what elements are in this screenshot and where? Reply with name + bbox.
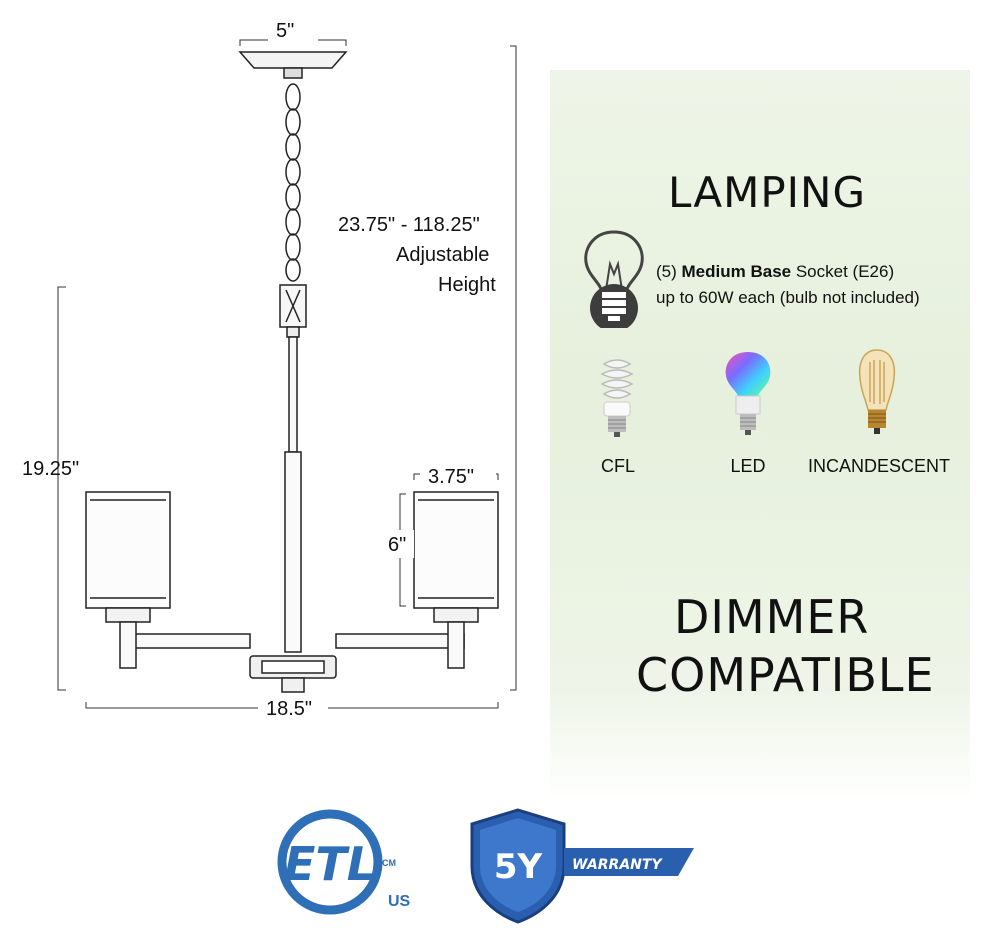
left-arm — [121, 633, 251, 649]
dimmer-line2: COMPATIBLE — [636, 648, 935, 702]
etl-cm: CM — [382, 858, 396, 868]
canopy-nut — [283, 67, 303, 79]
body-height-label: 19.25" — [22, 458, 80, 480]
lamping-title: LAMPING — [668, 168, 867, 217]
warranty-years: 5Y — [494, 847, 543, 887]
socket-line: (5) Medium Base Socket (E26) — [656, 262, 894, 282]
socket-bulb-icon — [584, 230, 644, 328]
right-shade — [413, 491, 499, 669]
adjustable-label: Adjustable — [396, 244, 490, 266]
chain-height-label: 23.75" - 118.25" — [338, 214, 480, 236]
bulb-caption-incandescent: INCANDESCENT — [808, 456, 951, 476]
bulb-count: (5) — [656, 262, 677, 281]
right-arm — [335, 633, 465, 649]
center-column — [284, 451, 302, 653]
led-bulb-icon — [725, 352, 771, 435]
bulb-caption-cfl: CFL — [600, 456, 635, 476]
dimmer-line1: DIMMER — [674, 590, 870, 644]
etl-listed-logo: ETL CM US — [277, 809, 411, 915]
warranty-badge: 5Y WARRANTY — [470, 808, 694, 924]
wattage-line: up to 60W each (bulb not included) — [656, 288, 920, 307]
shade-height-label: 6" — [388, 534, 407, 556]
warranty-word: WARRANTY — [572, 857, 663, 873]
incandescent-bulb-icon — [858, 349, 896, 434]
etl-us: US — [388, 893, 411, 910]
height-word-label: Height — [438, 274, 496, 296]
downrod — [288, 336, 298, 453]
socket-type: Socket (E26) — [795, 262, 895, 281]
overall-width-label: 18.5" — [266, 698, 313, 720]
canopy-shape — [238, 51, 348, 69]
bulb-caption-led: LED — [730, 456, 766, 476]
chain — [285, 83, 301, 282]
shade-width-label: 3.75" — [428, 466, 475, 488]
cfl-bulb-icon — [600, 359, 634, 437]
left-shade — [85, 491, 171, 669]
base-type: Medium Base — [681, 262, 792, 281]
canopy-width-label: 5" — [276, 20, 295, 42]
etl-letters: ETL — [284, 837, 376, 891]
